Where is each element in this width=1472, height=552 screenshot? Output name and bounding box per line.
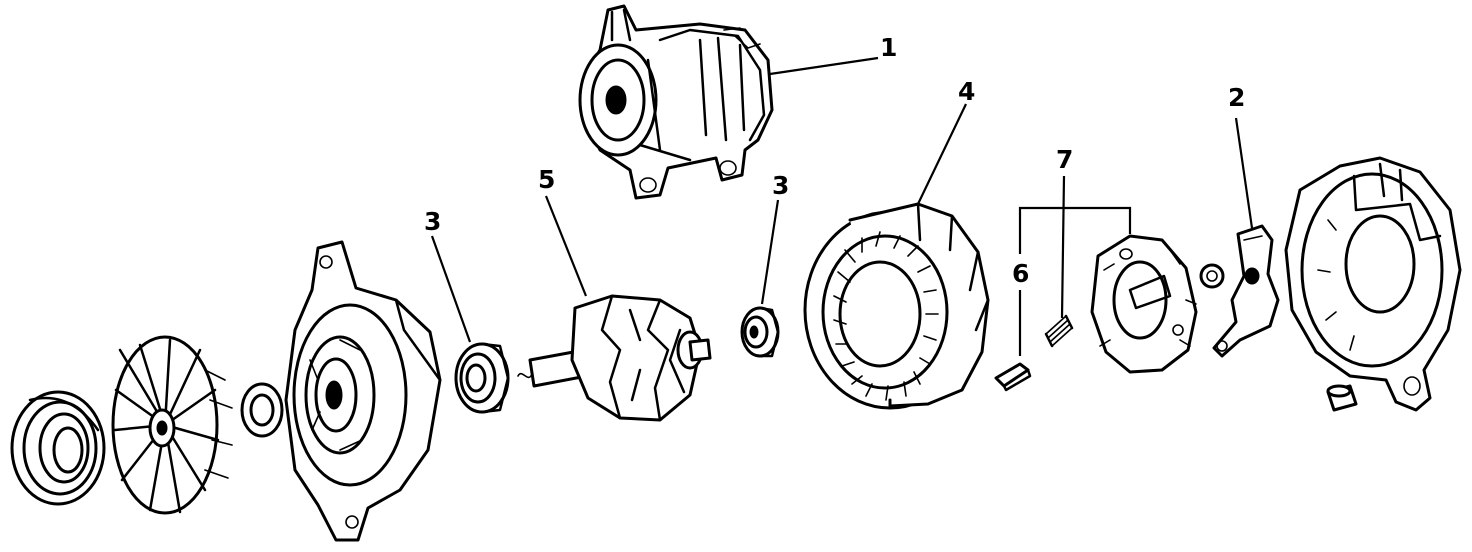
callout-6: 6 bbox=[1012, 259, 1029, 288]
leader-5 bbox=[544, 195, 588, 297]
callout-3-right: 3 bbox=[772, 171, 789, 200]
leader-2 bbox=[1234, 117, 1254, 229]
rear-frame bbox=[1284, 156, 1462, 412]
leader-7 bbox=[1060, 175, 1066, 319]
callout-7: 7 bbox=[1056, 145, 1073, 174]
brush-holder bbox=[1090, 234, 1198, 374]
stator bbox=[803, 202, 990, 410]
leader-lines bbox=[430, 56, 1254, 356]
front-bearing bbox=[454, 342, 510, 414]
pulley bbox=[10, 390, 106, 506]
drive-end-frame bbox=[284, 240, 442, 542]
leader-4 bbox=[917, 103, 967, 205]
leader-6-7-bracket bbox=[1018, 206, 1132, 254]
rear-bearing bbox=[740, 306, 780, 358]
rotor bbox=[517, 294, 712, 422]
leader-1 bbox=[769, 56, 879, 76]
callout-numbers: 1 2 3 3 4 5 6 7 bbox=[424, 33, 1245, 288]
brush-spring bbox=[1044, 314, 1074, 348]
callout-5: 5 bbox=[538, 165, 555, 194]
leader-3-right bbox=[760, 199, 780, 305]
alternator-assembly bbox=[578, 4, 774, 200]
cooling-fan bbox=[111, 335, 233, 515]
spacer-collar bbox=[240, 382, 284, 438]
callout-3-left: 3 bbox=[424, 207, 441, 236]
voltage-regulator bbox=[1212, 224, 1280, 358]
callout-2: 2 bbox=[1228, 83, 1245, 112]
nut bbox=[1199, 263, 1225, 289]
leader-3-left bbox=[430, 235, 472, 343]
brush bbox=[994, 362, 1032, 392]
callout-1: 1 bbox=[880, 33, 897, 62]
callout-4: 4 bbox=[958, 77, 975, 106]
terminal-insulator bbox=[1326, 384, 1358, 412]
